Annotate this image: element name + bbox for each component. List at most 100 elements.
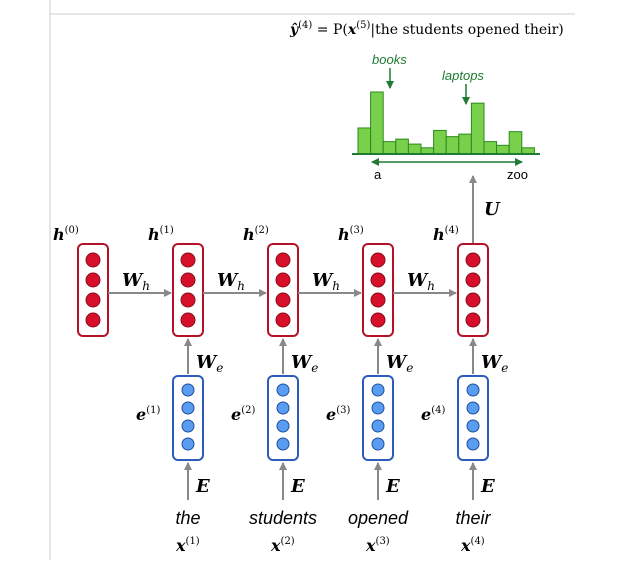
distribution-bar bbox=[382, 141, 397, 155]
embedding-label: e(1) bbox=[136, 405, 160, 424]
peak-label-laptops: laptops bbox=[442, 68, 484, 83]
hidden-state-box bbox=[267, 243, 299, 337]
E-label: E bbox=[290, 476, 305, 497]
peak-label-books: books bbox=[372, 52, 407, 67]
embedding-box bbox=[172, 375, 204, 461]
embedding-label: e(3) bbox=[326, 405, 350, 424]
hidden-unit bbox=[85, 312, 101, 328]
embedding-unit bbox=[466, 401, 480, 415]
distribution-bar bbox=[357, 127, 372, 155]
hidden-state-label: h(0) bbox=[53, 225, 79, 244]
hidden-unit bbox=[275, 272, 291, 288]
distribution-bar bbox=[470, 102, 485, 155]
hidden-unit bbox=[275, 292, 291, 308]
embedding-unit bbox=[276, 401, 290, 415]
hidden-unit bbox=[370, 292, 386, 308]
hidden-unit bbox=[370, 272, 386, 288]
U-label: U bbox=[484, 199, 501, 220]
distribution-bar bbox=[445, 136, 460, 155]
E-label: E bbox=[195, 476, 210, 497]
embedding-unit bbox=[371, 401, 385, 415]
embedding-label: e(4) bbox=[421, 405, 445, 424]
hidden-unit bbox=[180, 312, 196, 328]
Wh-label: Wh bbox=[122, 270, 150, 293]
input-word: opened bbox=[348, 508, 409, 528]
hidden-unit bbox=[370, 252, 386, 268]
output-formula: ŷ(4) = P(x(5)|the students opened their) bbox=[289, 20, 564, 38]
embedding-unit bbox=[371, 419, 385, 433]
input-x-label: x(2) bbox=[270, 536, 295, 555]
embedding-unit bbox=[181, 383, 195, 397]
hidden-state-label: h(4) bbox=[433, 225, 459, 244]
embedding-unit bbox=[276, 419, 290, 433]
hidden-unit bbox=[465, 312, 481, 328]
input-x-label: x(4) bbox=[460, 536, 485, 555]
hidden-unit bbox=[465, 292, 481, 308]
distribution-bars bbox=[357, 91, 535, 155]
distribution-bar bbox=[508, 131, 523, 155]
embedding-unit bbox=[181, 401, 195, 415]
distribution-bar bbox=[370, 91, 384, 155]
hidden-unit bbox=[180, 252, 196, 268]
formula-lhs: ŷ bbox=[289, 21, 299, 38]
embedding-unit bbox=[276, 383, 290, 397]
embedding-unit bbox=[466, 437, 480, 451]
hidden-unit bbox=[275, 312, 291, 328]
hidden-unit bbox=[180, 292, 196, 308]
input-word: the bbox=[175, 508, 200, 528]
E-label: E bbox=[480, 476, 495, 497]
hidden-state-box bbox=[77, 243, 109, 337]
E-label: E bbox=[385, 476, 400, 497]
embedding-unit bbox=[181, 437, 195, 451]
hidden-state-box bbox=[362, 243, 394, 337]
We-label: We bbox=[481, 352, 508, 375]
embedding-unit bbox=[371, 437, 385, 451]
hidden-unit bbox=[370, 312, 386, 328]
hidden-unit bbox=[85, 272, 101, 288]
hidden-state-label: h(1) bbox=[148, 225, 174, 244]
distribution-bar bbox=[433, 129, 447, 155]
hidden-state-label: h(2) bbox=[243, 225, 269, 244]
Wh-label: Wh bbox=[217, 270, 245, 293]
vocab-start-label: a bbox=[374, 167, 382, 182]
embedding-label: e(2) bbox=[231, 405, 255, 424]
hidden-unit bbox=[85, 292, 101, 308]
formula-lhs-sup: (4) bbox=[298, 20, 312, 31]
hidden-unit bbox=[465, 272, 481, 288]
hidden-unit bbox=[85, 252, 101, 268]
We-label: We bbox=[291, 352, 318, 375]
formula-eq: = P( bbox=[312, 22, 348, 38]
embedding-unit bbox=[371, 383, 385, 397]
input-word: their bbox=[455, 508, 491, 528]
distribution-bar bbox=[496, 144, 510, 155]
embedding-unit bbox=[181, 419, 195, 433]
embedding-box bbox=[267, 375, 299, 461]
We-label: We bbox=[386, 352, 413, 375]
embedding-box bbox=[457, 375, 489, 461]
embedding-unit bbox=[466, 419, 480, 433]
embedding-box bbox=[362, 375, 394, 461]
distribution-bar bbox=[483, 141, 498, 155]
hidden-state-box bbox=[172, 243, 204, 337]
output-distribution: books laptops a zoo bbox=[352, 52, 540, 182]
Wh-label: Wh bbox=[407, 270, 435, 293]
hidden-unit bbox=[180, 272, 196, 288]
distribution-bar bbox=[407, 143, 422, 155]
input-x-label: x(3) bbox=[365, 536, 390, 555]
hidden-state-box bbox=[457, 243, 489, 337]
We-label: We bbox=[196, 352, 223, 375]
formula-rest: |the students opened their) bbox=[370, 22, 563, 38]
input-word: students bbox=[249, 508, 317, 528]
distribution-bar bbox=[458, 133, 472, 155]
hidden-state-label: h(3) bbox=[338, 225, 364, 244]
distribution-bar bbox=[395, 138, 409, 155]
vocab-end-label: zoo bbox=[507, 167, 528, 182]
formula-x: x bbox=[347, 22, 357, 38]
formula-x-sup: (5) bbox=[356, 20, 370, 31]
embedding-unit bbox=[466, 383, 480, 397]
Wh-label: Wh bbox=[312, 270, 340, 293]
hidden-unit bbox=[465, 252, 481, 268]
embedding-unit bbox=[276, 437, 290, 451]
